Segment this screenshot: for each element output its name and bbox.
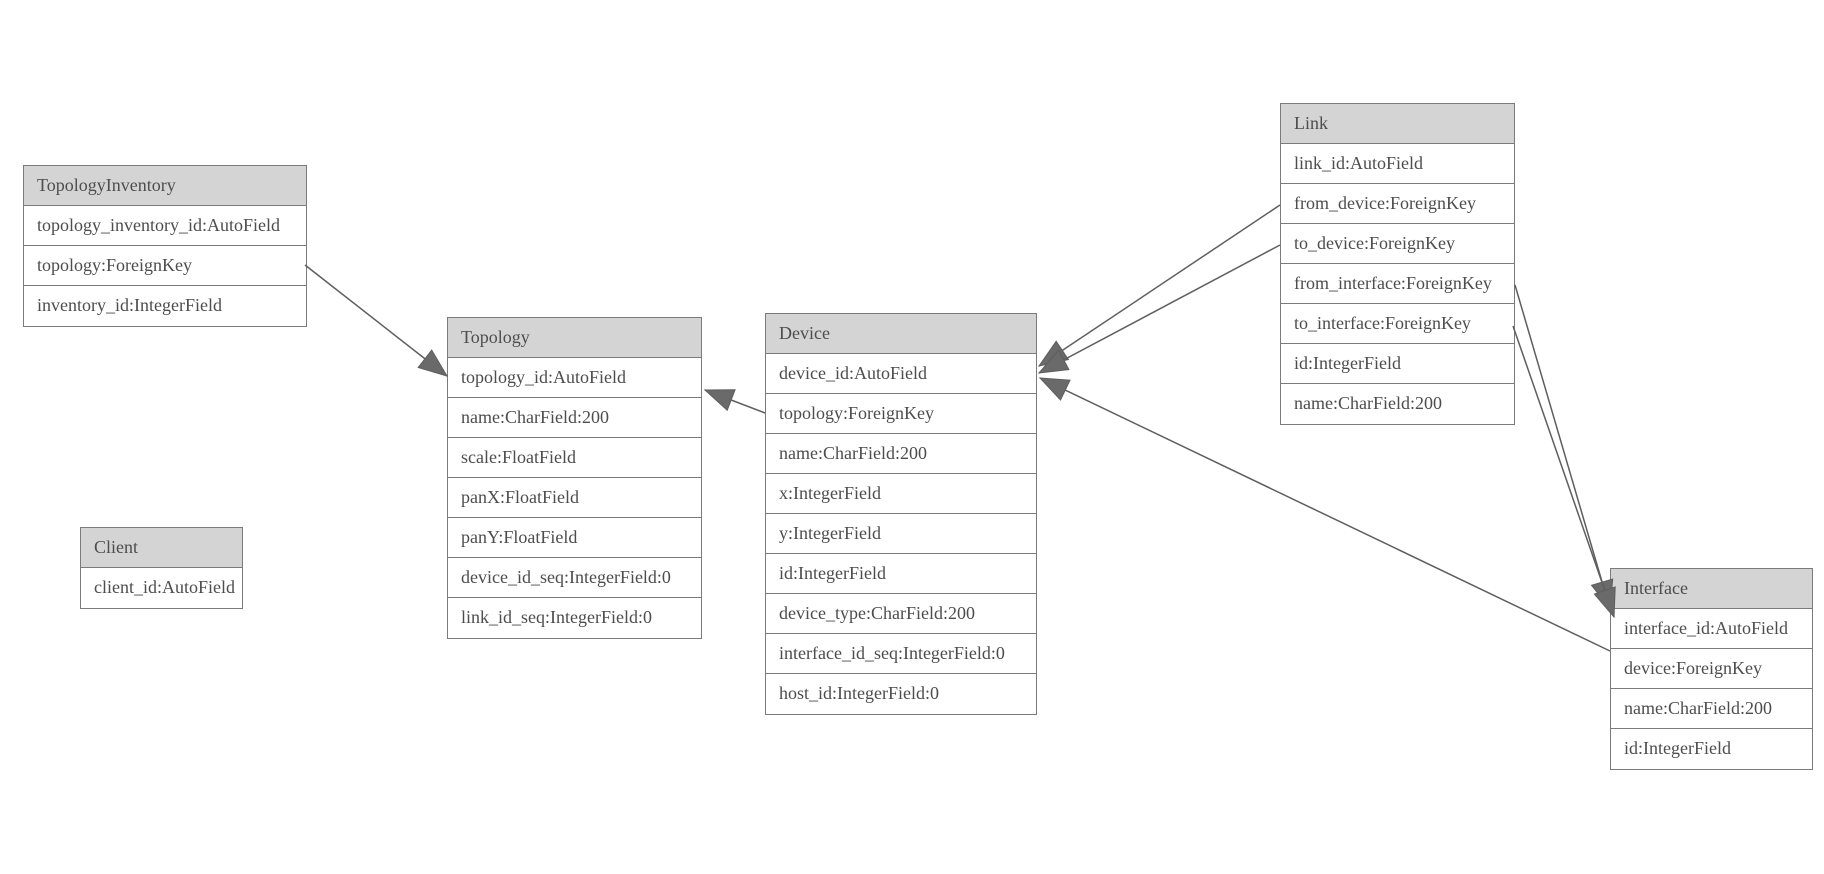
field-row: y:IntegerField bbox=[766, 514, 1036, 554]
entity-topologyinventory: TopologyInventory topology_inventory_id:… bbox=[23, 165, 307, 327]
field-row: panX:FloatField bbox=[448, 478, 701, 518]
field-row: device_type:CharField:200 bbox=[766, 594, 1036, 634]
field-row: name:CharField:200 bbox=[1281, 384, 1514, 424]
entity-title: TopologyInventory bbox=[24, 166, 306, 206]
arrowhead-icon bbox=[1037, 340, 1070, 367]
field-row: to_interface:ForeignKey bbox=[1281, 304, 1514, 344]
entity-title: Device bbox=[766, 314, 1036, 354]
field-row: id:IntegerField bbox=[1611, 729, 1812, 769]
field-row: from_interface:ForeignKey bbox=[1281, 264, 1514, 304]
entity-title: Link bbox=[1281, 104, 1514, 144]
field-row: device_id_seq:IntegerField:0 bbox=[448, 558, 701, 598]
field-row: id:IntegerField bbox=[1281, 344, 1514, 384]
field-row: inventory_id:IntegerField bbox=[24, 286, 306, 326]
field-row: from_device:ForeignKey bbox=[1281, 184, 1514, 224]
field-row: host_id:IntegerField:0 bbox=[766, 674, 1036, 714]
field-row: topology_id:AutoField bbox=[448, 358, 701, 398]
field-row: interface_id_seq:IntegerField:0 bbox=[766, 634, 1036, 674]
field-row: name:CharField:200 bbox=[448, 398, 701, 438]
field-row: link_id_seq:IntegerField:0 bbox=[448, 598, 701, 638]
arrowhead-icon bbox=[1038, 377, 1071, 401]
field-row: link_id:AutoField bbox=[1281, 144, 1514, 184]
edge-link-to_interface-interface bbox=[1512, 325, 1616, 619]
field-row: interface_id:AutoField bbox=[1611, 609, 1812, 649]
entity-fields: client_id:AutoField bbox=[81, 568, 242, 608]
entity-title: Client bbox=[81, 528, 242, 568]
entity-title: Interface bbox=[1611, 569, 1812, 609]
field-row: name:CharField:200 bbox=[766, 434, 1036, 474]
edge-link-from_device-device bbox=[1037, 204, 1281, 367]
arrowhead-icon bbox=[1037, 349, 1070, 374]
arrowhead-icon bbox=[417, 349, 449, 377]
field-row: topology:ForeignKey bbox=[24, 246, 306, 286]
field-row: scale:FloatField bbox=[448, 438, 701, 478]
entity-title: Topology bbox=[448, 318, 701, 358]
field-row: panY:FloatField bbox=[448, 518, 701, 558]
field-row: client_id:AutoField bbox=[81, 568, 242, 608]
arrowhead-icon bbox=[703, 389, 736, 412]
field-row: to_device:ForeignKey bbox=[1281, 224, 1514, 264]
field-row: x:IntegerField bbox=[766, 474, 1036, 514]
field-row: device:ForeignKey bbox=[1611, 649, 1812, 689]
field-row: device_id:AutoField bbox=[766, 354, 1036, 394]
field-row: topology:ForeignKey bbox=[766, 394, 1036, 434]
edge-device-topology bbox=[703, 389, 766, 414]
field-row: topology_inventory_id:AutoField bbox=[24, 206, 306, 246]
edge-link-to_device-device bbox=[1037, 244, 1281, 374]
edge-link-from_interface-interface bbox=[1514, 284, 1614, 611]
field-row: id:IntegerField bbox=[766, 554, 1036, 594]
edge-topologyinventory-topology bbox=[304, 264, 449, 377]
entity-client: Client client_id:AutoField bbox=[80, 527, 243, 609]
field-row: name:CharField:200 bbox=[1611, 689, 1812, 729]
